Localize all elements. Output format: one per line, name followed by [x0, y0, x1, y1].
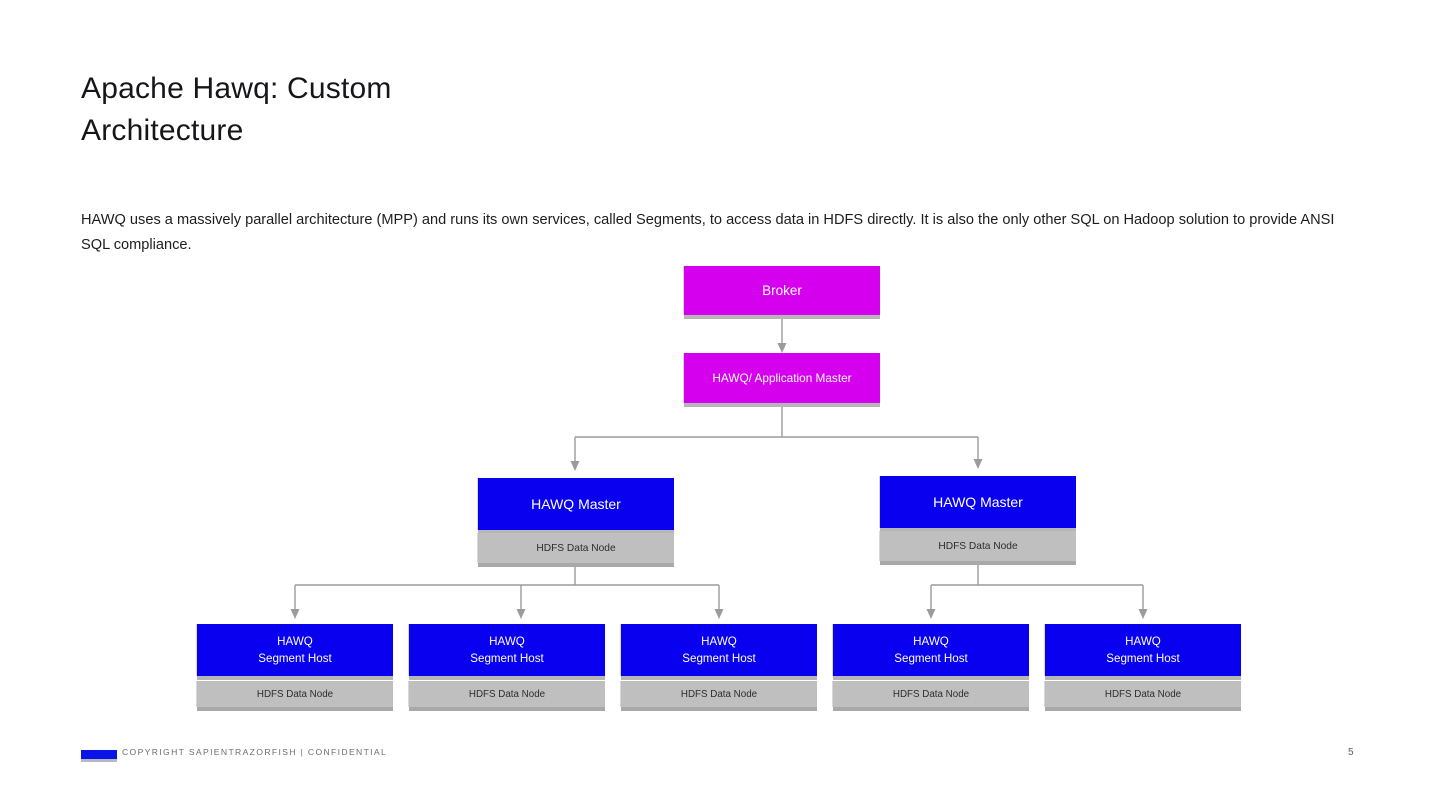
- node-segment-host-2[interactable]: HAWQ Segment Host: [409, 624, 605, 676]
- node-segment-host-5-datanode-label: HDFS Data Node: [1104, 688, 1182, 700]
- node-segment-host-4-datanode-label: HDFS Data Node: [892, 688, 970, 700]
- node-segment-host-3-datanode-label: HDFS Data Node: [680, 688, 758, 700]
- node-segment-host-4[interactable]: HAWQ Segment Host: [833, 624, 1029, 676]
- node-segment-host-5[interactable]: HAWQ Segment Host: [1045, 624, 1241, 676]
- node-hawq-master-1[interactable]: HAWQ Master: [478, 478, 674, 530]
- node-segment-host-4-label: HAWQ Segment Host: [894, 635, 968, 665]
- page-number: 5: [1348, 747, 1354, 758]
- node-segment-host-1[interactable]: HAWQ Segment Host: [197, 624, 393, 676]
- node-hawq-master-2-datanode[interactable]: HDFS Data Node: [880, 531, 1076, 561]
- node-segment-host-1-datanode-label: HDFS Data Node: [256, 688, 334, 700]
- copyright-text: COPYRIGHT SAPIENTRAZORFISH | CONFIDENTIA…: [122, 747, 388, 757]
- node-segment-host-5-label: HAWQ Segment Host: [1106, 635, 1180, 665]
- node-segment-host-5-datanode[interactable]: HDFS Data Node: [1045, 681, 1241, 707]
- node-segment-host-3-datanode[interactable]: HDFS Data Node: [621, 681, 817, 707]
- node-application-master[interactable]: HAWQ/ Application Master: [684, 353, 880, 403]
- node-hawq-master-1-label: HAWQ Master: [531, 496, 621, 512]
- body-paragraph: HAWQ uses a massively parallel architect…: [81, 212, 1335, 253]
- slide-footer: COPYRIGHT SAPIENTRAZORFISH | CONFIDENTIA…: [0, 742, 1440, 770]
- node-segment-host-1-datanode[interactable]: HDFS Data Node: [197, 681, 393, 707]
- node-segment-host-3-label: HAWQ Segment Host: [682, 635, 756, 665]
- node-application-master-label: HAWQ/ Application Master: [712, 371, 852, 385]
- architecture-diagram: Broker HAWQ/ Application Master HAWQ Mas…: [0, 255, 1440, 725]
- node-segment-host-2-datanode[interactable]: HDFS Data Node: [409, 681, 605, 707]
- node-segment-host-1-label: HAWQ Segment Host: [258, 635, 332, 665]
- node-hawq-master-2-datanode-label: HDFS Data Node: [938, 540, 1018, 552]
- node-hawq-master-2-label: HAWQ Master: [933, 494, 1023, 510]
- page-title: Apache Hawq: Custom Architecture: [81, 72, 392, 147]
- node-hawq-master-1-datanode[interactable]: HDFS Data Node: [478, 533, 674, 563]
- node-broker-label: Broker: [762, 283, 802, 298]
- node-segment-host-2-datanode-label: HDFS Data Node: [468, 688, 546, 700]
- connector-lines: [290, 315, 1148, 619]
- node-segment-host-4-datanode[interactable]: HDFS Data Node: [833, 681, 1029, 707]
- node-segment-host-2-label: HAWQ Segment Host: [470, 635, 544, 665]
- node-hawq-master-2[interactable]: HAWQ Master: [880, 476, 1076, 528]
- brand-logo-icon: [81, 750, 117, 759]
- node-broker[interactable]: Broker: [684, 266, 880, 315]
- node-segment-host-3[interactable]: HAWQ Segment Host: [621, 624, 817, 676]
- node-hawq-master-1-datanode-label: HDFS Data Node: [536, 542, 616, 554]
